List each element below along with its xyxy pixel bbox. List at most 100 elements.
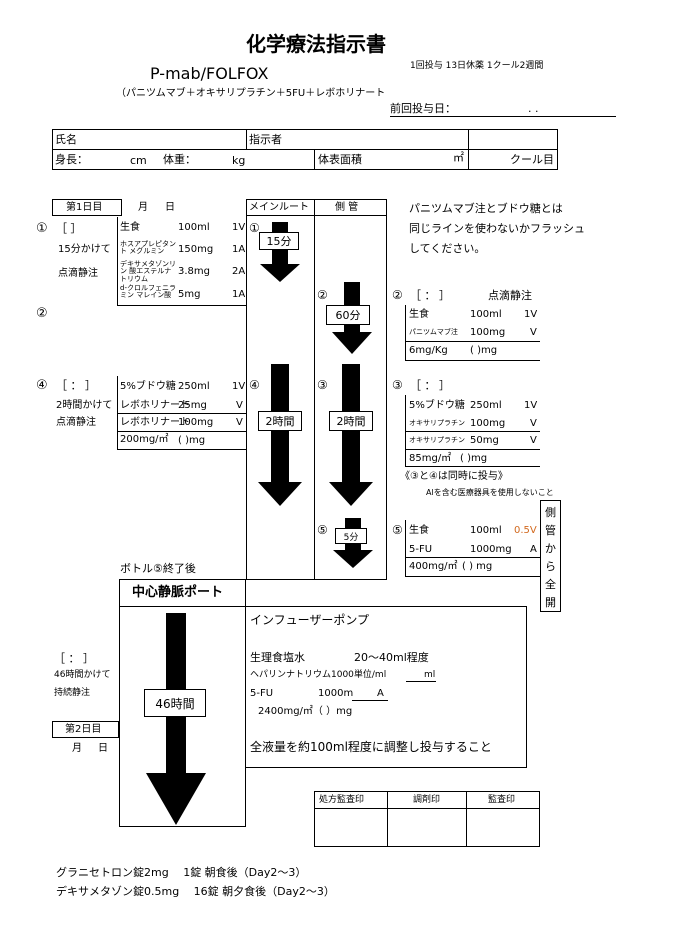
step1-row1-amount: 100ml [178,222,210,233]
step5-dose: 400mg/㎡ [409,561,458,572]
pump-adjust: 全液量を約100ml程度に調整し投与すること [250,740,492,754]
step2-box-bottom [405,360,540,361]
central-time: 46時間かけて [54,670,111,680]
day2-label: 第2日目 [65,724,102,735]
step5-dose-paren: ( ) mg [462,561,493,572]
patient-col-divider-3 [468,129,469,170]
step3-row1-unit: 1V [524,400,538,411]
step3-row1-name: 5%ブドウ糖 [409,400,465,411]
step5-row1-amount: 100ml [470,525,502,536]
central-method: 持続静注 [54,688,91,698]
course-label: クール目 [510,153,554,166]
side-tube-label: 側 管 [335,202,359,213]
side-full-open-box [540,500,561,612]
step4-row3-line [117,431,246,432]
step2-dose: 6mg/Kg [409,345,448,356]
step1-row1-unit: 1V [232,222,246,233]
step1-box-left [117,217,118,305]
step1-row3-amount: 3.8mg [178,266,210,277]
weight-label: 体重： [163,153,196,166]
signature-divider-1 [387,791,388,847]
step4-row2-line [117,413,246,414]
step2-row1-unit: 1V [524,309,538,320]
step3-row2-line [405,431,540,432]
patient-col-divider-2 [314,149,315,170]
step1-row4-name: d-クロルフェニラミン マレイン酸 [120,284,176,300]
step3-box-bottom [405,466,540,467]
footer-line1: グラニセトロン錠2mg 1錠 朝食後（Day2～3） [56,866,307,879]
central-arrow-down-icon [146,613,206,825]
height-unit: cm [130,154,147,167]
step5-right-number: ⑤ [392,523,403,537]
patient-row-divider [52,149,558,150]
pump-heparin-line [406,681,436,682]
step3-row2-unit: V [530,418,537,429]
step4-row3-name: レボホリナート [120,417,190,428]
step2-dose-paren: ( )mg [470,345,498,356]
step1-box-bottom [117,305,246,306]
step3-right-number: ③ [392,378,403,392]
step2-method: 点滴静注 [488,289,532,302]
side-full-open-1: 側 [545,506,556,519]
pump-heparin: ヘパリンナトリウム1000単位/ml [250,670,387,680]
pump-fu: 5-FU [250,688,274,699]
arrow1-number: ① [249,221,260,235]
pump-dose: 2400mg/㎡（ ）mg [258,706,353,717]
step3-row2-name: オキサリプラチン [409,419,465,427]
step1-row2-name: ホスアプレピタント メグルミン [120,240,176,256]
regimen-name: P-mab/FOLFOX [150,64,269,83]
step4-dose-paren: ( )mg [178,435,206,446]
signature-check-label: 監査印 [488,795,516,805]
arrow4-number: ④ [249,378,260,392]
step5-row1-name: 生食 [409,525,429,536]
step1-row1-name: 生食 [120,222,140,233]
step4-dose: 200mg/㎡ [120,434,169,445]
side-full-open-2: 管 [545,524,556,537]
step1-row2-amount: 150mg [178,244,214,255]
side-tube-column [314,215,387,580]
arrow1-down-icon [260,222,300,282]
arrow2-time: 60分 [326,305,370,325]
note-top-line2: 同じラインを使わないかフラッシュ [409,222,585,235]
central-port-title: 中心静脈ポート [132,585,224,600]
patient-col-divider [246,129,247,149]
side-full-open-3: か [545,542,556,555]
arrow3-down-icon [329,364,373,506]
step3-row3-unit: V [530,435,537,446]
step4-row2-amount: 25mg [178,400,207,411]
arrow5-time: 5分 [335,528,367,544]
signature-table [314,791,540,847]
arrow1-time: 15分 [259,232,299,250]
step4-row1-unit: 1V [232,381,246,392]
side-full-open-4: ら [545,560,556,573]
pump-saline-amount: 20～40ml程度 [354,651,429,664]
note-top-line1: パニツムマブ注とブドウ糖とは [409,202,563,215]
step2-row2-unit: V [530,327,537,338]
arrow2-number: ② [317,288,328,302]
prev-dose-label: 前回投与日： [390,102,456,115]
signature-audit-label: 処方監査印 [319,795,365,805]
step4-row2-unit: V [236,400,243,411]
day2-day: 日 [98,743,108,754]
step2-row1-name: 生食 [409,309,429,320]
step2-bracket: ［ ： ］ [410,289,450,302]
step3-note1: 《③と④は同時に投与》 [400,471,508,482]
step2-row2-amount: 100mg [470,327,506,338]
step4-number: ④ [36,378,48,393]
bsa-label: 体表面積 [318,153,362,166]
arrow4-time: 2時間 [258,411,302,431]
height-label: 身長： [55,153,88,166]
bsa-unit: ㎡ [453,151,464,164]
step1-row3-unit: 2A [232,266,246,277]
central-bracket: ［ ： ］ [54,652,94,665]
step1-row4-unit: 1A [232,289,246,300]
step3-row1-amount: 250ml [470,400,502,411]
schedule-text: 1回投与 13日休薬 1クール2週間 [410,61,544,71]
step4-row2-name: レボホリナート [120,400,190,411]
step5-row1-unit: 0.5V [514,525,537,536]
step3-row2-amount: 100mg [470,418,506,429]
step4-box-left [117,376,118,449]
step3-dose: 85mg/㎡ [409,453,452,464]
step3-bracket: ［ ： ］ [410,379,450,392]
prev-dose-dots: . . [528,102,539,115]
